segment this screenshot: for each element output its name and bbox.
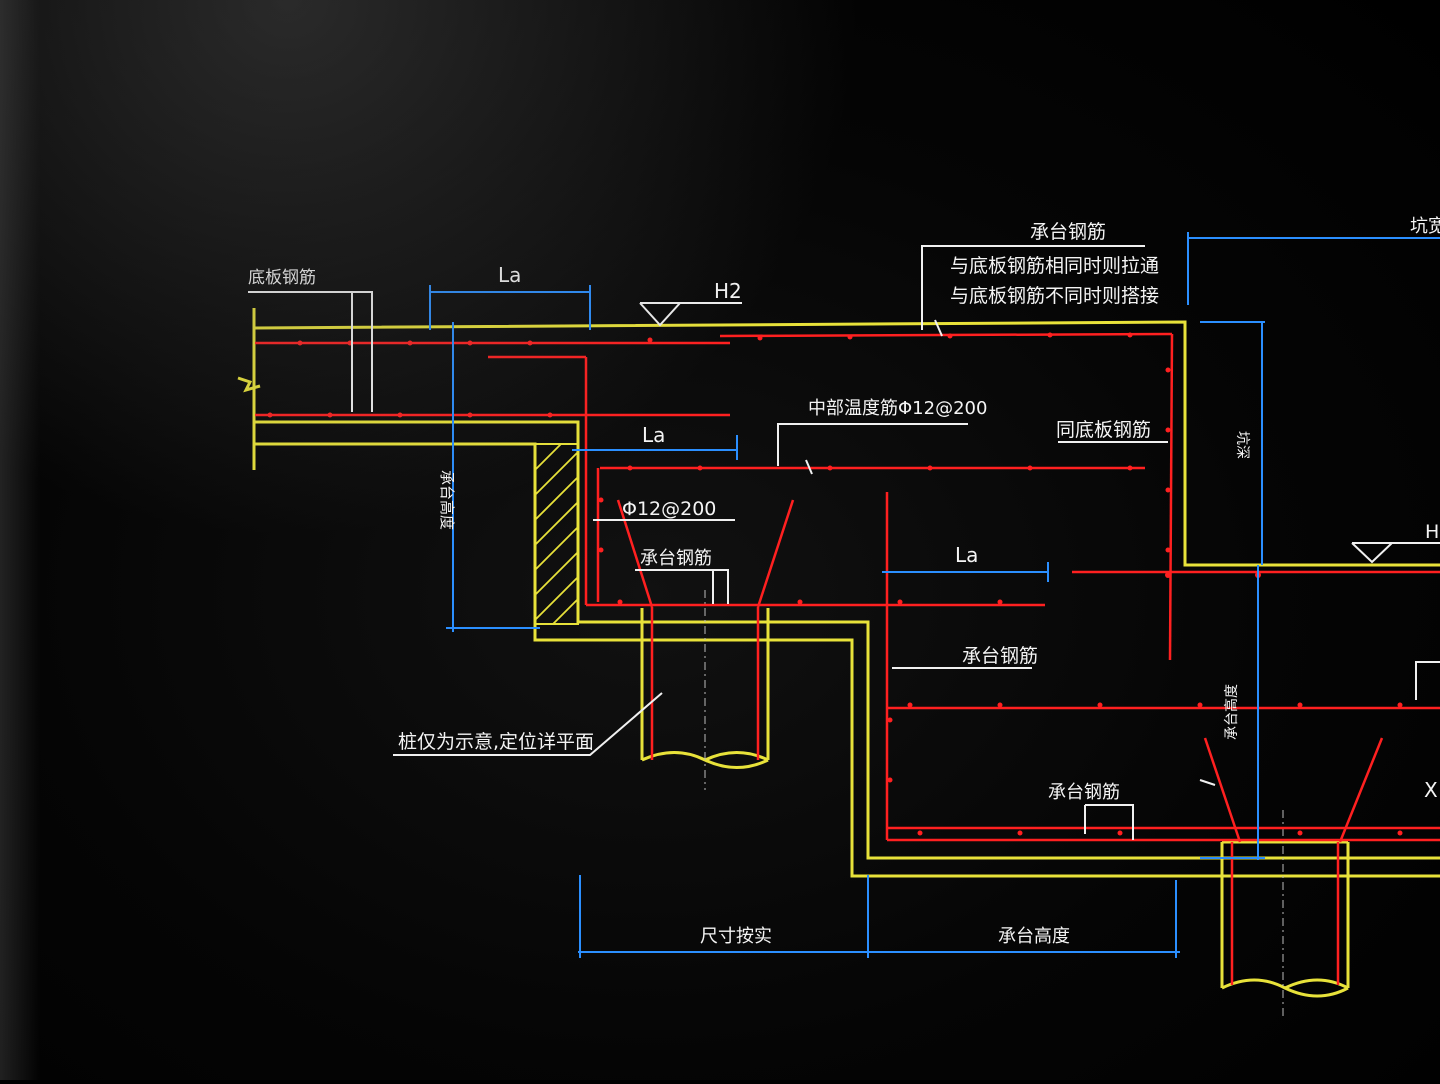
rebar-lines bbox=[255, 332, 1440, 985]
label-right-vertical-2: 承台高度 bbox=[1223, 684, 1240, 740]
hatched-wall bbox=[534, 443, 579, 625]
label-x-partial: X bbox=[1424, 778, 1438, 802]
pile-2 bbox=[1220, 840, 1350, 998]
label-cap-rebar-mid: 承台钢筋 bbox=[962, 645, 1038, 667]
rebar-dots bbox=[267, 332, 1403, 836]
label-la-mid: La bbox=[642, 423, 665, 447]
label-h2: H2 bbox=[714, 279, 742, 303]
leader-lines bbox=[248, 245, 1440, 840]
label-right-edge-top: 坑宽 bbox=[1410, 216, 1440, 237]
center-lines bbox=[704, 590, 1284, 1020]
level-symbol-h1 bbox=[1351, 542, 1440, 564]
dimension-lines bbox=[429, 232, 1440, 958]
label-phi12: Φ12@200 bbox=[622, 498, 716, 520]
label-note-line1: 与底板钢筋相同时则拉通 bbox=[950, 255, 1159, 277]
label-mid-rebar: 中部温度筋Φ12@200 bbox=[808, 398, 987, 419]
label-h1: H1 bbox=[1425, 521, 1440, 543]
label-note-line2: 与底板钢筋不同时则搭接 bbox=[950, 285, 1159, 307]
label-cap-rebar-bottom: 承台钢筋 bbox=[1048, 782, 1120, 803]
label-la-right: La bbox=[955, 543, 978, 567]
label-cap-height-vertical: 承台高度 bbox=[438, 470, 456, 530]
label-dim-bottom-right: 承台高度 bbox=[998, 926, 1070, 947]
label-cap-rebar-pile: 承台钢筋 bbox=[640, 548, 712, 569]
level-symbol-h2 bbox=[639, 302, 742, 327]
label-dim-bottom-left: 尺寸按实 bbox=[700, 926, 772, 947]
label-la-top: La bbox=[498, 263, 521, 287]
label-same-as-slab: 同底板钢筋 bbox=[1056, 419, 1151, 441]
label-top-left-rebar: 底板钢筋 bbox=[248, 268, 316, 288]
label-cap-rebar-top: 承台钢筋 bbox=[1030, 221, 1106, 243]
label-pile-note: 桩仅为示意,定位详平面 bbox=[398, 731, 594, 753]
concrete-outline bbox=[237, 308, 1440, 998]
label-right-vertical-1: 坑深 bbox=[1234, 431, 1250, 459]
